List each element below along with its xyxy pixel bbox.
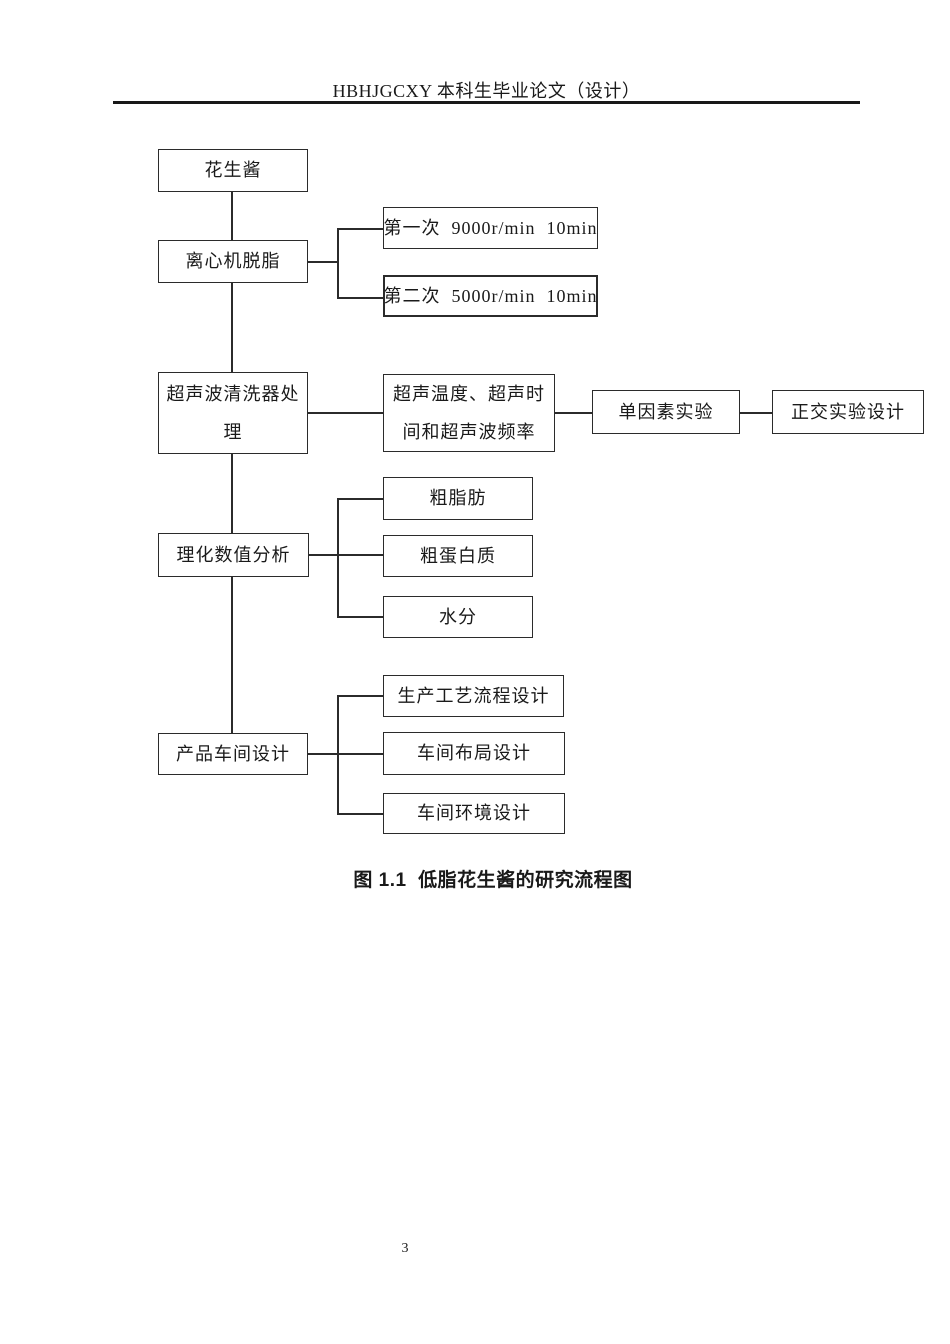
node-moisture: 水分 [383,596,533,638]
connector-workshop-branch-2 [337,753,383,755]
node-centrifuge-degreasing: 离心机脱脂 [158,240,308,283]
connector-spine-1 [231,192,233,240]
node-orthogonal-experiment-design: 正交实验设计 [772,390,924,434]
figure-caption: 图 1.1 低脂花生酱的研究流程图 [353,870,633,891]
connector-workshop-branch-3 [337,813,383,815]
node-single-factor-experiment: 单因素实验 [592,390,740,434]
node-crude-protein: 粗蛋白质 [383,535,533,577]
connector-workshop-bracket [337,695,339,814]
node-peanut-butter: 花生酱 [158,149,308,192]
header-rule [113,101,860,104]
connector-centrifuge-branch-2 [337,297,383,299]
connector-centrifuge-bracket [337,228,339,298]
connector-centrifuge-stub [308,261,338,263]
node-process-flow-design: 生产工艺流程设计 [383,675,564,717]
connector-workshop-stub [308,753,338,755]
connector-ultrasonic-link-2 [555,412,592,414]
connector-centrifuge-branch-1 [337,228,383,230]
page-header-title: HBHJGCXY 本科生毕业论文（设计） [332,81,641,101]
connector-analysis-bracket [337,498,339,618]
connector-analysis-branch-2 [337,554,383,556]
node-workshop-design: 产品车间设计 [158,733,308,775]
connector-workshop-branch-1 [337,695,383,697]
node-ultrasonic-parameters: 超声温度、超声时间和超声波频率 [383,374,555,452]
connector-analysis-branch-3 [337,616,383,618]
node-first-centrifugation: 第一次 9000r/min 10min [383,207,598,249]
node-physicochemical-analysis: 理化数值分析 [158,533,309,577]
node-workshop-layout-design: 车间布局设计 [383,732,565,775]
page-number: 3 [401,1241,409,1256]
connector-analysis-branch-1 [337,498,383,500]
node-second-centrifugation: 第二次 5000r/min 10min [383,275,598,317]
connector-spine-4 [231,577,233,733]
node-ultrasonic-cleaner-treatment: 超声波清洗器处理 [158,372,308,454]
connector-spine-3 [231,454,233,533]
connector-ultrasonic-link-1 [308,412,383,414]
connector-ultrasonic-link-3 [740,412,772,414]
connector-analysis-stub [309,554,338,556]
node-crude-fat: 粗脂肪 [383,477,533,520]
connector-spine-2 [231,283,233,372]
node-workshop-environment-design: 车间环境设计 [383,793,565,834]
